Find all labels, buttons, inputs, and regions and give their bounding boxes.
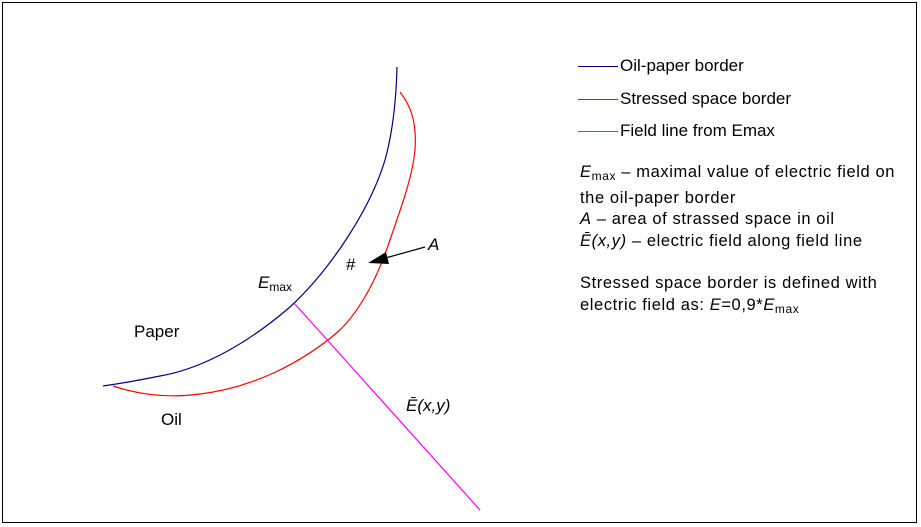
field-function-label: Ē(x,y) [406,396,450,416]
note-emax: Emax – maximal value of electric field o… [580,162,910,209]
note-emax-sub: max [591,169,617,183]
area-a-label: A [428,235,440,254]
legend-label: Stressed space border [620,89,792,108]
note-def-sub: max [774,301,800,316]
field-e-symbol: Ē [406,396,418,415]
note-definition-text: Stressed space border is defined with el… [580,274,878,314]
legend-swatch [578,99,618,100]
emax-symbol: E [258,273,270,292]
legend-swatch [578,131,618,132]
explanation-notes: Emax – maximal value of electric field o… [580,162,910,320]
area-hash-marker: # [346,255,356,274]
legend-label: Oil-paper border [620,56,744,75]
oil-label: Oil [161,410,182,429]
field-args: (x,y) [417,396,451,415]
field-line-emax [293,302,481,511]
note-spacer [580,252,910,273]
note-def-symbol: E [709,295,722,314]
area-pointer-arrow [381,246,426,260]
note-def-symbol2: E [763,295,775,314]
note-definition: Stressed space border is defined with el… [580,273,910,320]
note-field-args: (x,y) [591,231,627,250]
emax-subscript: max [269,280,293,294]
paper-label: Paper [134,322,180,341]
legend-label: Field line from Emax [620,121,775,140]
stressed-space-border-curve [112,91,416,397]
area-pointer-arrowhead [368,252,389,264]
note-field: Ē(x,y) – electric field along field line [580,231,910,253]
note-def-eq: =0,9* [721,295,764,314]
note-area-symbol: A [580,210,592,228]
emax-label: Emax [258,273,292,297]
note-field-text: – electric field along field line [626,231,863,250]
legend-swatch [578,66,618,67]
note-area: A – area of strassed space in oil [580,209,910,231]
note-field-symbol: Ē [580,231,592,250]
note-emax-symbol: E [580,163,592,181]
note-emax-text: – maximal value of electric field on the… [580,163,896,207]
note-area-text: – area of strassed space in oil [591,210,835,228]
